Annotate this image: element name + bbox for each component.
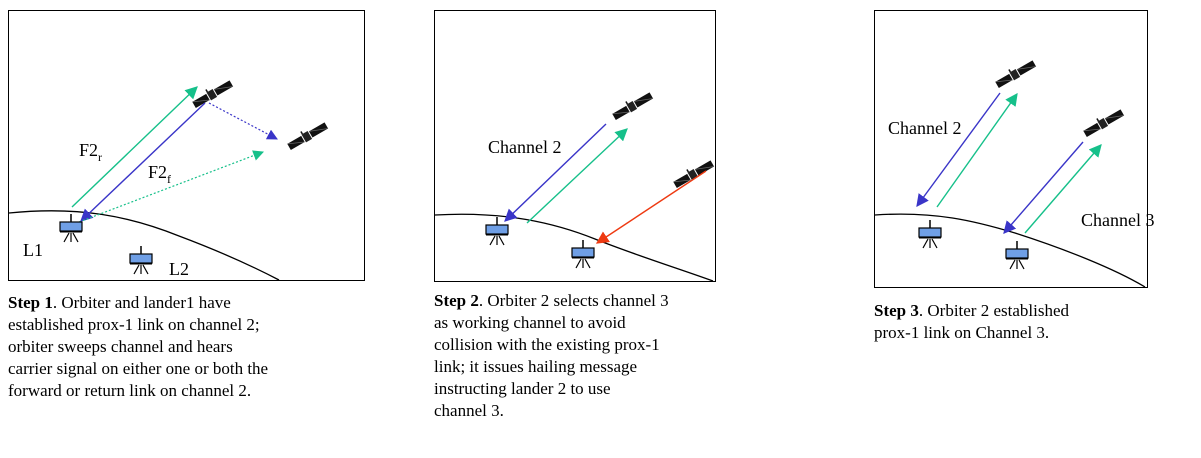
diagram-frame-1: F2r F2f L1 L2 xyxy=(8,10,365,281)
step-label: Step 2 xyxy=(434,291,479,310)
diagram-step-2: Channel 2 xyxy=(434,88,716,282)
satellite-icon xyxy=(189,76,235,110)
hailing-arrow xyxy=(595,170,707,244)
satellite-icon xyxy=(992,56,1038,90)
satellite-icon xyxy=(284,118,330,152)
channel-3-return-arrow xyxy=(1024,144,1102,234)
channel-3-forward-arrow xyxy=(1003,141,1084,234)
caption-step-3: Step 3. Orbiter 2 established prox-1 lin… xyxy=(874,301,1070,342)
satellite-icon xyxy=(670,156,716,190)
forward-link-arrow xyxy=(504,123,607,222)
f2f-label: F2f xyxy=(148,162,171,186)
diagram-step-1: F2r F2f L1 L2 xyxy=(8,76,330,281)
lander-icon xyxy=(129,245,153,275)
forward-link-arrow xyxy=(80,102,206,222)
channel-2-forward-arrow xyxy=(916,92,1001,208)
overheard-return-arrow xyxy=(78,150,265,223)
planet-surface xyxy=(8,210,280,281)
caption-step-2: Step 2. Orbiter 2 selects channel 3 as w… xyxy=(434,291,669,420)
overheard-forward-arrow xyxy=(208,102,278,140)
lander-1-label: L1 xyxy=(23,240,43,260)
f2r-label: F2r xyxy=(79,140,102,164)
return-link-arrow xyxy=(71,86,198,208)
caption-step-1: Step 1. Orbiter and lander1 have establi… xyxy=(8,293,269,400)
diagram-frame-3: Channel 2 Channel 3 xyxy=(874,10,1155,288)
channel-2-return-arrow xyxy=(936,92,1018,208)
step-label: Step 1 xyxy=(8,293,53,312)
lander-icon xyxy=(59,213,83,243)
lander-icon xyxy=(1005,240,1029,270)
channel-3-label: Channel 3 xyxy=(1081,210,1155,230)
channel-2-label: Channel 2 xyxy=(888,118,962,138)
lander-icon xyxy=(571,239,595,269)
lander-icon xyxy=(485,216,509,246)
diagram-step-3: Channel 2 Channel 3 xyxy=(874,56,1155,288)
satellite-icon xyxy=(1080,105,1126,139)
lander-icon xyxy=(918,219,942,249)
step-label: Step 3 xyxy=(874,301,919,320)
diagram-frame-2: Channel 2 xyxy=(434,10,716,282)
return-link-arrow xyxy=(526,128,628,224)
lander-2-label: L2 xyxy=(169,259,189,279)
channel-2-label: Channel 2 xyxy=(488,137,562,157)
planet-surface xyxy=(434,213,714,282)
satellite-icon xyxy=(609,88,655,122)
